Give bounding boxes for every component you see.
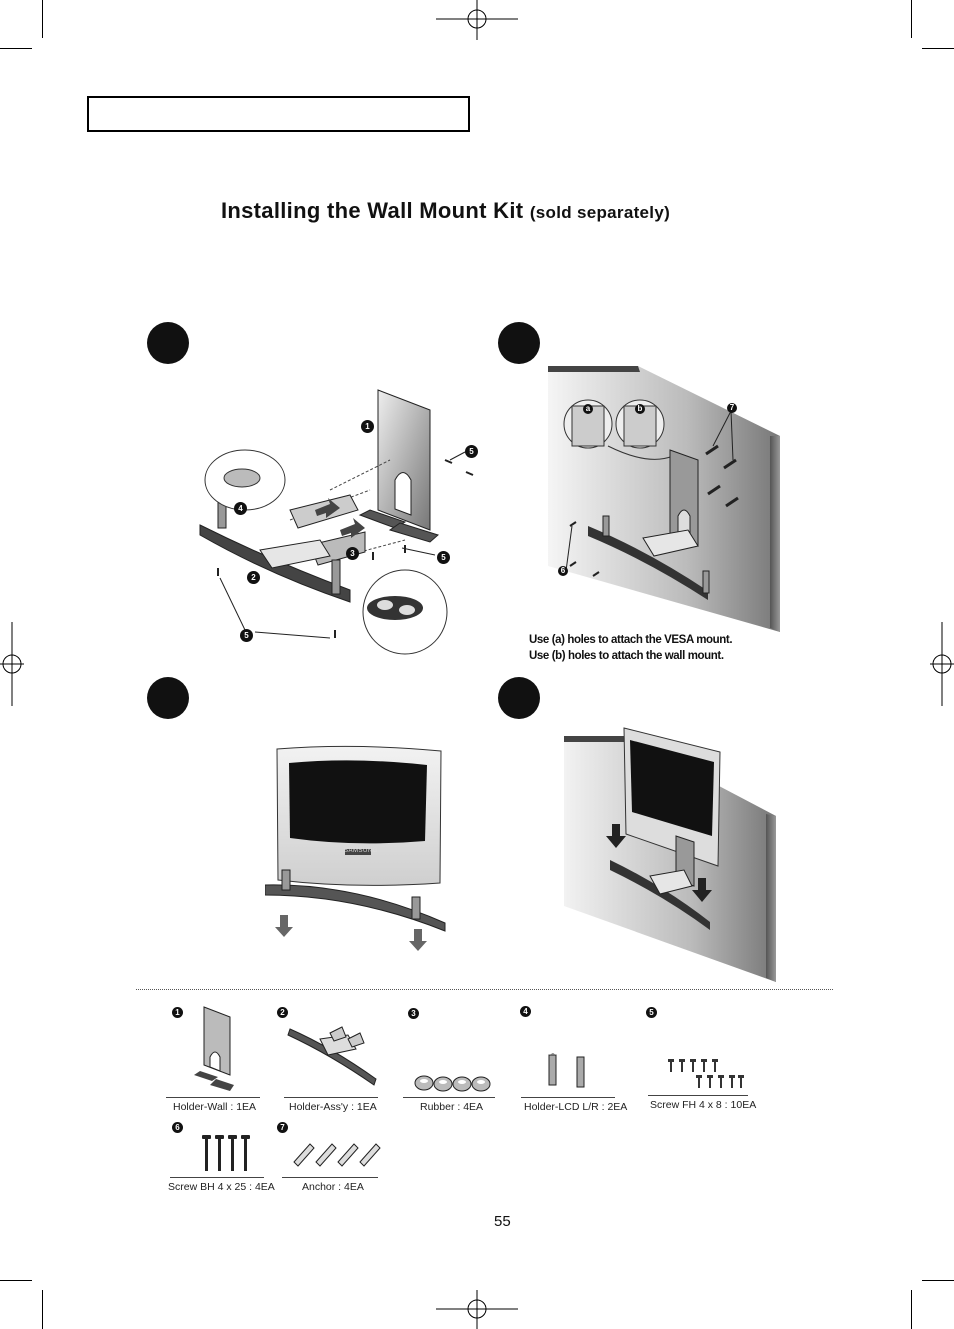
holder-wall-icon xyxy=(194,1006,234,1091)
tv-brand-logo: SAMSUNG xyxy=(344,848,378,854)
part-number-3: 3 xyxy=(408,1008,419,1019)
hole-label-a: a xyxy=(583,404,593,414)
part-rule xyxy=(166,1097,260,1098)
caption-line-1: Use (a) holes to attach the VESA mount. xyxy=(529,634,733,646)
page-title: Installing the Wall Mount Kit (sold sepa… xyxy=(221,198,670,224)
hole-label-b: b xyxy=(635,404,645,414)
part-rule xyxy=(648,1095,748,1096)
callout-5: 5 xyxy=(240,629,253,642)
callout-3: 3 xyxy=(346,547,359,560)
step4-mounted-illustration xyxy=(564,727,776,982)
step-marker-4 xyxy=(498,677,540,719)
part-number-4: 4 xyxy=(520,1006,531,1017)
registration-mark-bottom xyxy=(436,1290,518,1329)
step-marker-1 xyxy=(147,322,189,364)
part-rule xyxy=(282,1177,378,1178)
anchor-icon xyxy=(293,1143,381,1167)
crop-mark xyxy=(42,0,43,38)
caption-line-2: Use (b) holes to attach the wall mount. xyxy=(529,650,724,662)
part-label-screw-fh: Screw FH 4 x 8 : 10EA xyxy=(650,1099,757,1111)
crop-mark xyxy=(922,1280,954,1281)
part-rule xyxy=(403,1097,495,1098)
callout-6: 6 xyxy=(558,566,568,576)
crop-mark xyxy=(922,48,954,49)
part-label-anchor: Anchor : 4EA xyxy=(302,1181,364,1193)
callout-2: 2 xyxy=(247,571,260,584)
crop-mark xyxy=(0,48,32,49)
page-number: 55 xyxy=(494,1213,511,1230)
step2-wall-illustration xyxy=(548,366,780,632)
callout-1: 1 xyxy=(361,420,374,433)
holder-assy-icon xyxy=(287,1026,377,1086)
step3-tv-illustration xyxy=(265,745,446,951)
callout-4: 4 xyxy=(234,502,247,515)
holder-lcd-icon xyxy=(548,1053,585,1088)
title-main: Installing the Wall Mount Kit xyxy=(221,198,524,223)
callout-5: 5 xyxy=(437,551,450,564)
rubber-icon xyxy=(414,1075,491,1092)
callout-7: 7 xyxy=(727,403,737,413)
part-label-holder-lcd: Holder-LCD L/R : 2EA xyxy=(524,1101,628,1113)
crop-mark xyxy=(0,1280,32,1281)
registration-mark-right xyxy=(930,622,954,706)
parts-divider xyxy=(136,989,833,990)
part-rule xyxy=(521,1097,615,1098)
step-marker-2 xyxy=(498,322,540,364)
step1-assembly-illustration xyxy=(199,389,474,655)
part-label-screw-bh: Screw BH 4 x 25 : 4EA xyxy=(168,1181,275,1193)
part-number-6: 6 xyxy=(172,1122,183,1133)
part-number-2: 2 xyxy=(277,1007,288,1018)
crop-mark xyxy=(911,0,912,38)
part-label-rubber: Rubber : 4EA xyxy=(420,1101,484,1113)
part-label-holder-assy: Holder-Ass'y : 1EA xyxy=(289,1101,377,1113)
part-number-5: 5 xyxy=(646,1007,657,1018)
step2-caption: Use (a) holes to attach the VESA mount. … xyxy=(529,632,733,664)
registration-mark-left xyxy=(0,622,24,706)
callout-5: 5 xyxy=(465,445,478,458)
crop-mark xyxy=(42,1290,43,1329)
part-rule xyxy=(284,1097,378,1098)
part-number-1: 1 xyxy=(172,1007,183,1018)
part-number-7: 7 xyxy=(277,1122,288,1133)
title-sub: (sold separately) xyxy=(529,203,671,222)
registration-mark-top xyxy=(436,0,518,40)
crop-mark xyxy=(911,1290,912,1329)
part-label-holder-wall: Holder-Wall : 1EA xyxy=(173,1101,257,1113)
step-marker-3 xyxy=(147,677,189,719)
part-rule xyxy=(170,1177,264,1178)
screw-bh-icon xyxy=(202,1135,250,1171)
screw-fh-icon xyxy=(668,1059,744,1088)
header-box xyxy=(87,96,470,132)
